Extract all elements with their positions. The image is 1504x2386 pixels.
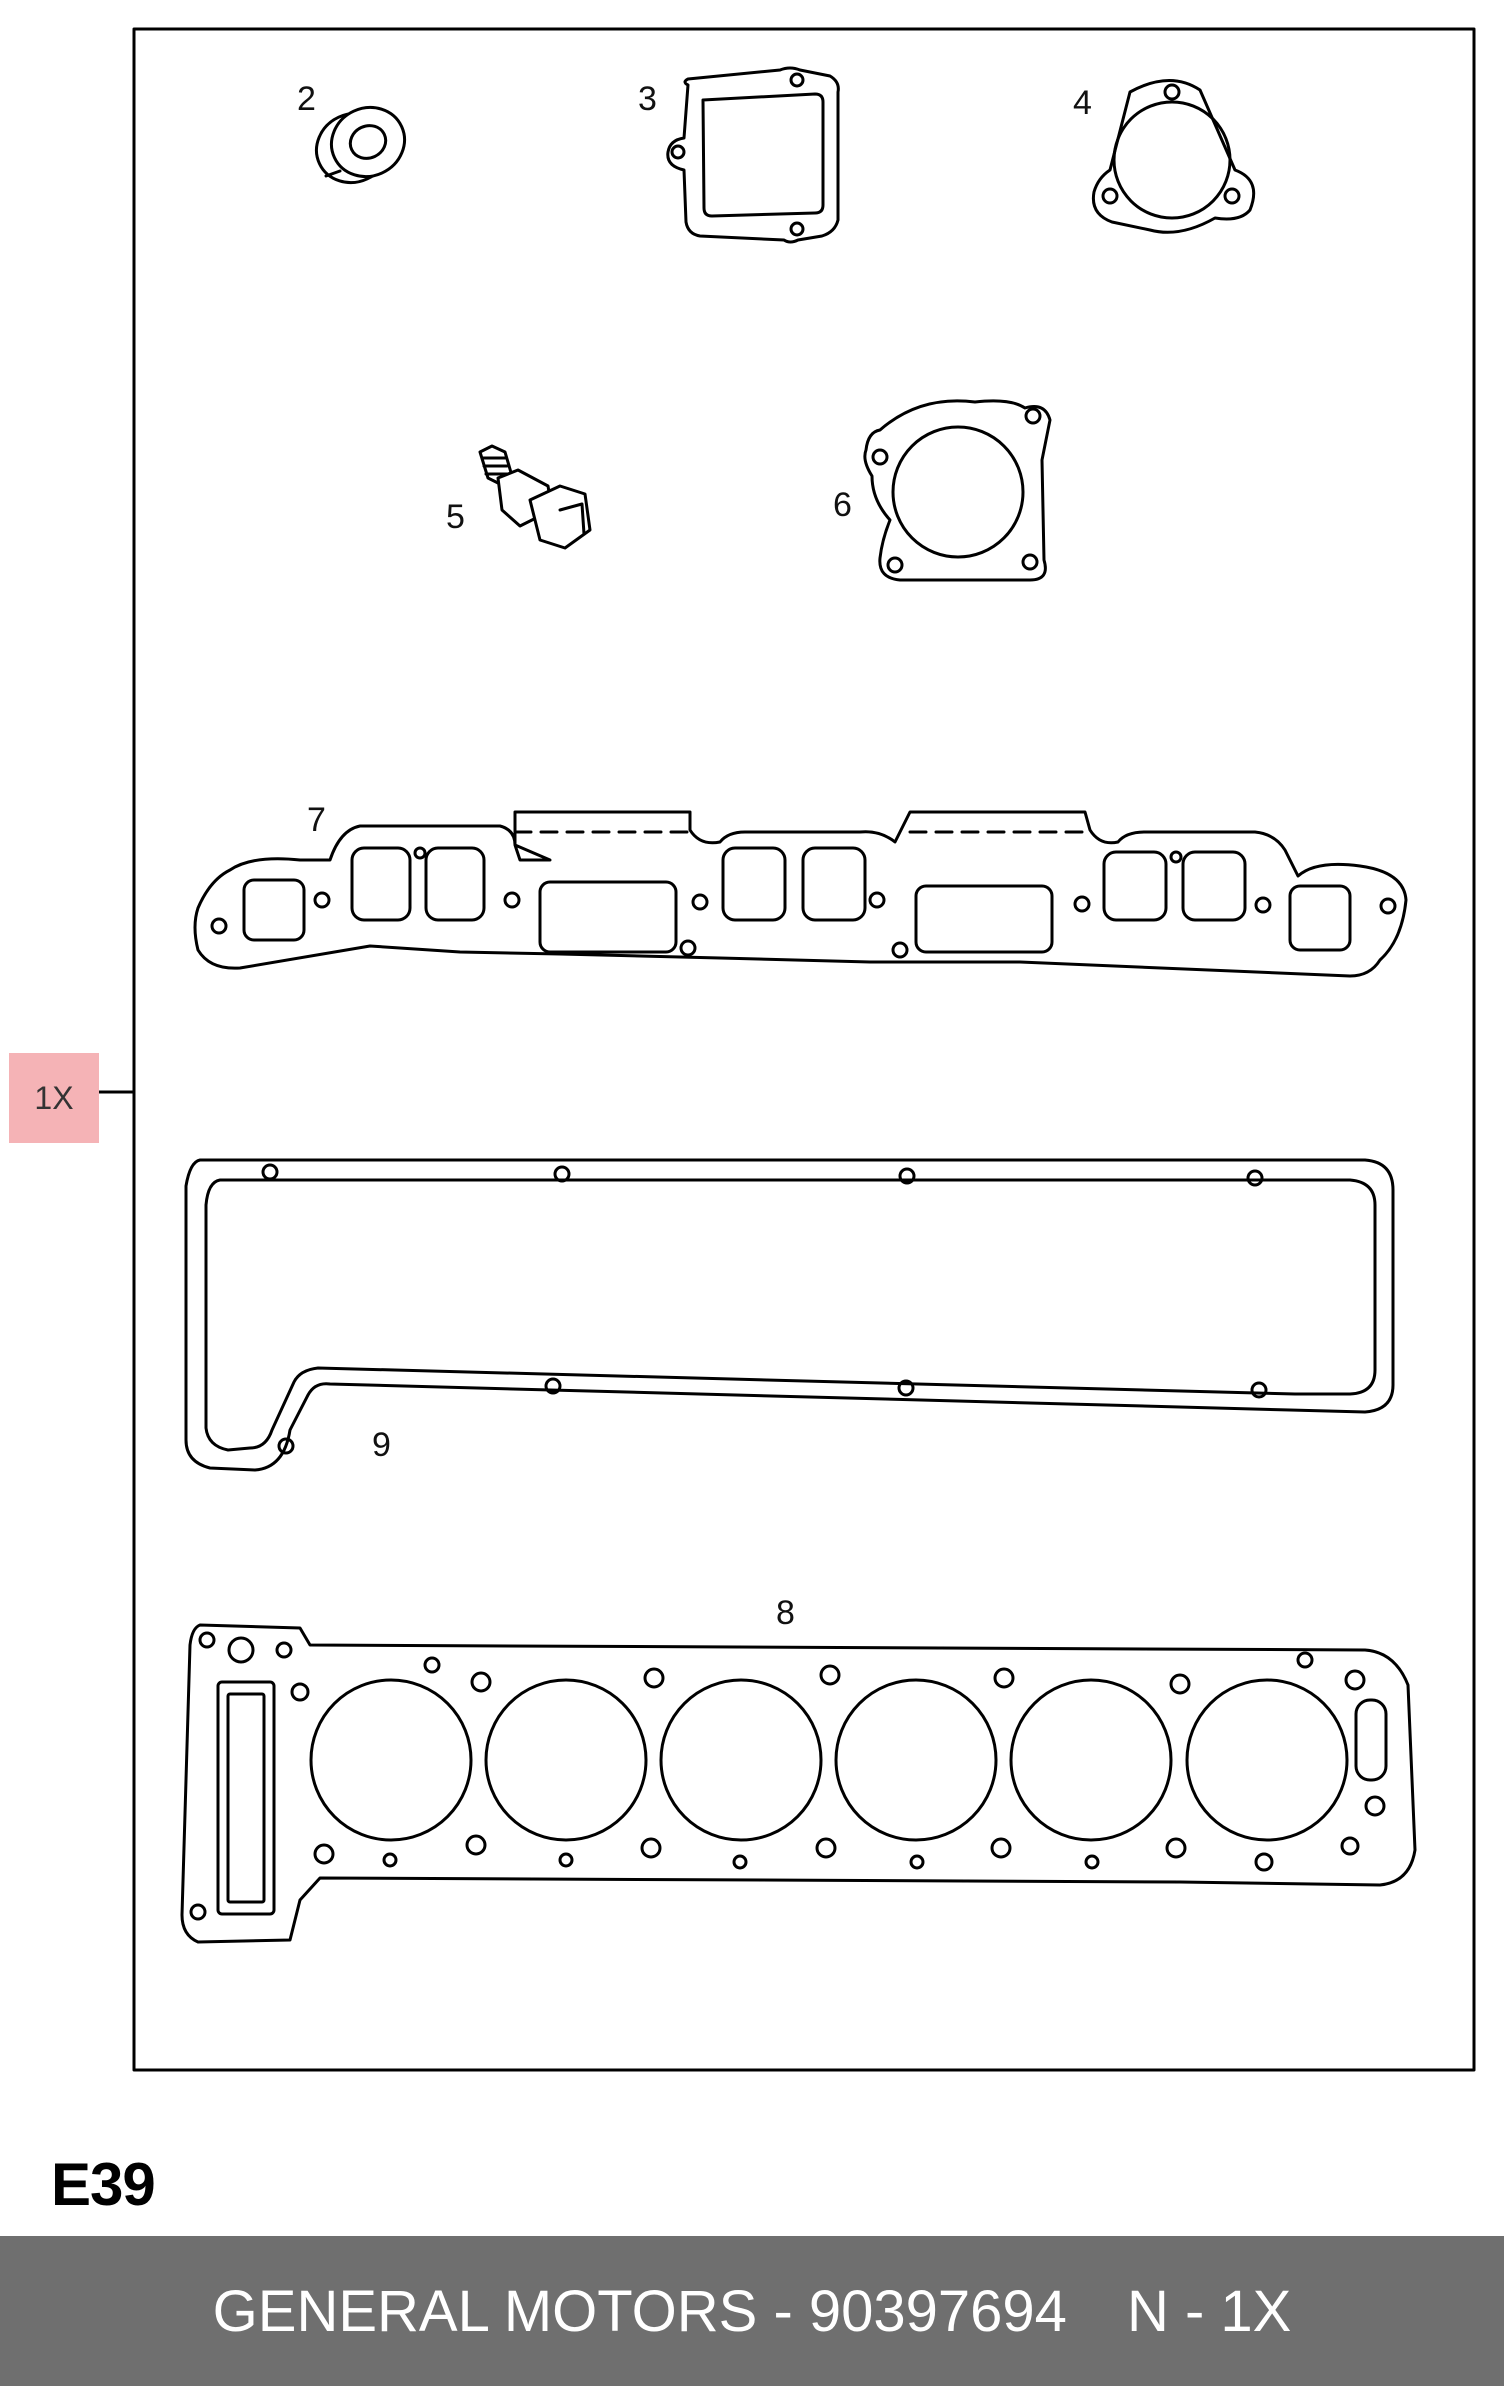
part-label-6: 6	[833, 486, 852, 524]
part-label-7: 7	[307, 801, 326, 839]
part-3-square-gasket	[666, 66, 840, 244]
part-5-bolt	[478, 444, 592, 550]
part-label-9: 9	[372, 1426, 391, 1464]
part-label-2: 2	[297, 80, 316, 118]
part-6-round-gasket	[863, 399, 1052, 582]
part-2-seal-ring	[315, 105, 406, 185]
part-label-5: 5	[446, 498, 465, 536]
part-label-8: 8	[776, 1594, 795, 1632]
part-label-3: 3	[638, 80, 657, 118]
footer-quantity: N - 1X	[1126, 2278, 1292, 2344]
diagram-code: E39	[51, 2151, 156, 2218]
part-7-manifold-gasket	[193, 810, 1408, 978]
part-8-head-gasket	[180, 1623, 1417, 1944]
part-4-triangle-gasket	[1091, 79, 1256, 234]
part-label-4: 4	[1073, 84, 1092, 122]
diagram-frame	[132, 27, 1476, 2072]
quantity-badge: 1X	[9, 1053, 99, 1143]
footer-bar: GENERAL MOTORS - 90397694 N - 1X	[0, 2236, 1504, 2386]
part-9-cover-gasket	[184, 1158, 1395, 1472]
footer-brand-part-number: GENERAL MOTORS - 90397694	[212, 2278, 1067, 2344]
